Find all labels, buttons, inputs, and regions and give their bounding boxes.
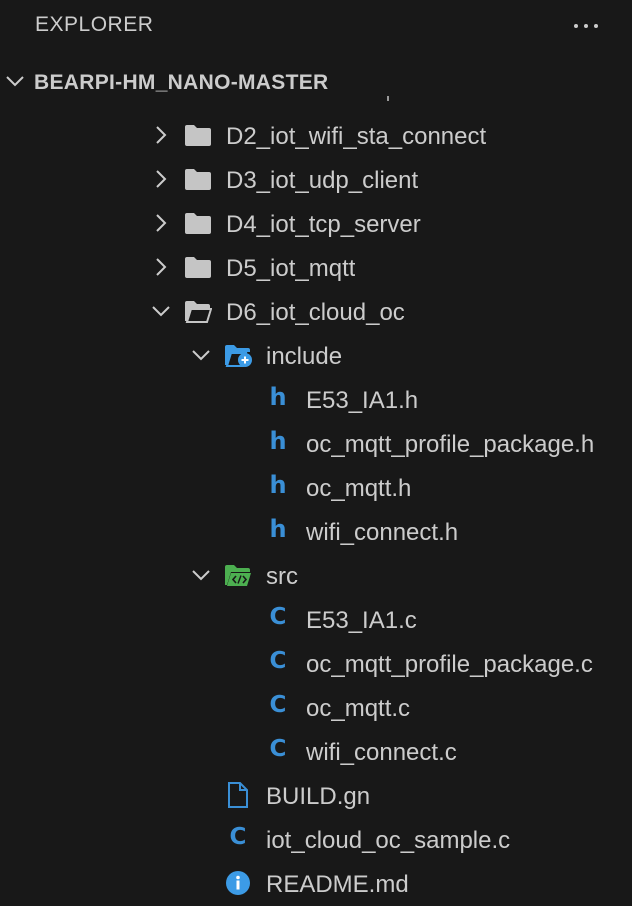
src-folder-icon <box>225 565 251 586</box>
h-file-icon: h <box>269 383 287 411</box>
chevron-down-icon <box>192 570 210 581</box>
chevron-down-icon <box>192 350 210 361</box>
tree-folder-label: D2_iot_wifi_sta_connect <box>226 123 487 150</box>
h-file-icon: h <box>269 515 287 543</box>
chevron-down-icon <box>6 76 24 87</box>
tree-file-src-3[interactable]: C wifi_connect.c <box>0 729 632 773</box>
tree-file-include-2[interactable]: h oc_mqtt.h <box>0 465 632 509</box>
tree-folder-d2[interactable]: D2_iot_wifi_sta_connect <box>0 113 632 157</box>
tree-file-label: oc_mqtt_profile_package.h <box>306 431 595 458</box>
tree-folder-d5[interactable]: D5_iot_mqtt <box>0 245 632 289</box>
tree-file-iot-cloud-oc-sample[interactable]: C iot_cloud_oc_sample.c <box>0 817 632 861</box>
c-file-icon: C <box>269 736 287 762</box>
folder-icon <box>185 169 211 190</box>
chevron-down-icon <box>152 306 170 317</box>
include-folder-icon <box>225 345 252 367</box>
explorer-header: EXPLORER <box>0 0 632 52</box>
tree-folder-label: include <box>266 343 343 370</box>
chevron-right-icon <box>156 214 167 232</box>
tree-file-readme[interactable]: README.md <box>0 861 632 905</box>
tree-file-label: README.md <box>266 871 409 898</box>
h-file-icon: h <box>269 471 287 499</box>
workspace-title: BEARPI-HM_NANO-MASTER <box>34 71 329 94</box>
info-icon <box>226 871 250 895</box>
tree-folder-include[interactable]: include <box>0 333 632 377</box>
tree-folder-src[interactable]: src <box>0 553 632 597</box>
tree-file-include-1[interactable]: h oc_mqtt_profile_package.h <box>0 421 632 465</box>
tree-folder-label: src <box>266 563 298 590</box>
more-actions-button[interactable] <box>568 8 604 44</box>
chevron-right-icon <box>156 126 167 144</box>
h-file-icon: h <box>269 427 287 455</box>
folder-icon <box>185 257 211 278</box>
chevron-right-icon <box>156 170 167 188</box>
tree-file-src-2[interactable]: C oc_mqtt.c <box>0 685 632 729</box>
explorer-title: EXPLORER <box>35 13 154 36</box>
tree-file-build-gn[interactable]: BUILD.gn <box>0 773 632 817</box>
tree-file-label: oc_mqtt.h <box>306 475 412 502</box>
c-file-icon: C <box>269 604 287 630</box>
more-actions-icon-dot <box>584 24 588 28</box>
tree-file-src-0[interactable]: C E53_IA1.c <box>0 597 632 641</box>
folder-icon <box>185 125 211 146</box>
tree-file-label: oc_mqtt_profile_package.c <box>306 651 593 678</box>
c-file-icon: C <box>269 692 287 718</box>
folder-icon <box>185 213 211 234</box>
more-actions-icon-dot <box>594 24 598 28</box>
tree-file-label: oc_mqtt.c <box>306 695 411 722</box>
tree-folder-d6[interactable]: D6_iot_cloud_oc <box>0 289 632 333</box>
tree-file-label: E53_IA1.c <box>306 607 417 634</box>
tree-folder-d3[interactable]: D3_iot_udp_client <box>0 157 632 201</box>
tree-file-label: wifi_connect.c <box>306 739 457 766</box>
tree-file-label: BUILD.gn <box>266 783 371 810</box>
more-actions-icon <box>574 24 578 28</box>
workspace-section-header[interactable]: BEARPI-HM_NANO-MASTER <box>0 60 632 104</box>
folder-open-icon <box>185 301 212 323</box>
tree-file-label: wifi_connect.h <box>306 519 459 546</box>
tree-file-src-1[interactable]: C oc_mqtt_profile_package.c <box>0 641 632 685</box>
tree-file-label: E53_IA1.h <box>306 387 419 414</box>
tree-folder-label: D3_iot_udp_client <box>226 167 419 194</box>
tree-folder-d4[interactable]: D4_iot_tcp_server <box>0 201 632 245</box>
tree-file-include-0[interactable]: h E53_IA1.h <box>0 377 632 421</box>
tree-folder-label: D4_iot_tcp_server <box>226 211 421 238</box>
tree-folder-label: D5_iot_mqtt <box>226 255 356 282</box>
c-file-icon: C <box>229 824 247 850</box>
tree-file-label: iot_cloud_oc_sample.c <box>266 827 511 854</box>
scrolled-item-fragment <box>387 96 389 101</box>
chevron-right-icon <box>156 258 167 276</box>
tree-folder-label: D6_iot_cloud_oc <box>226 299 405 326</box>
file-icon <box>228 782 248 808</box>
c-file-icon: C <box>269 648 287 674</box>
tree-file-include-3[interactable]: h wifi_connect.h <box>0 509 632 553</box>
